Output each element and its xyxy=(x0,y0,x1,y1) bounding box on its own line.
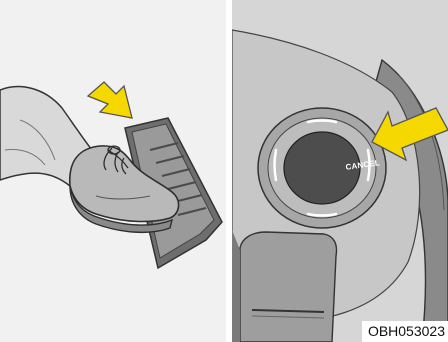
steering-wheel-drawing xyxy=(232,0,448,342)
figure-code: OBH053023 xyxy=(362,321,448,342)
arrow-down-right-icon xyxy=(88,82,132,118)
brake-pedal-drawing xyxy=(0,0,226,342)
steering-wheel-illustration: CANCEL OBH053023 xyxy=(232,0,448,342)
brake-pedal-illustration xyxy=(0,0,226,342)
lower-switch xyxy=(240,232,337,342)
